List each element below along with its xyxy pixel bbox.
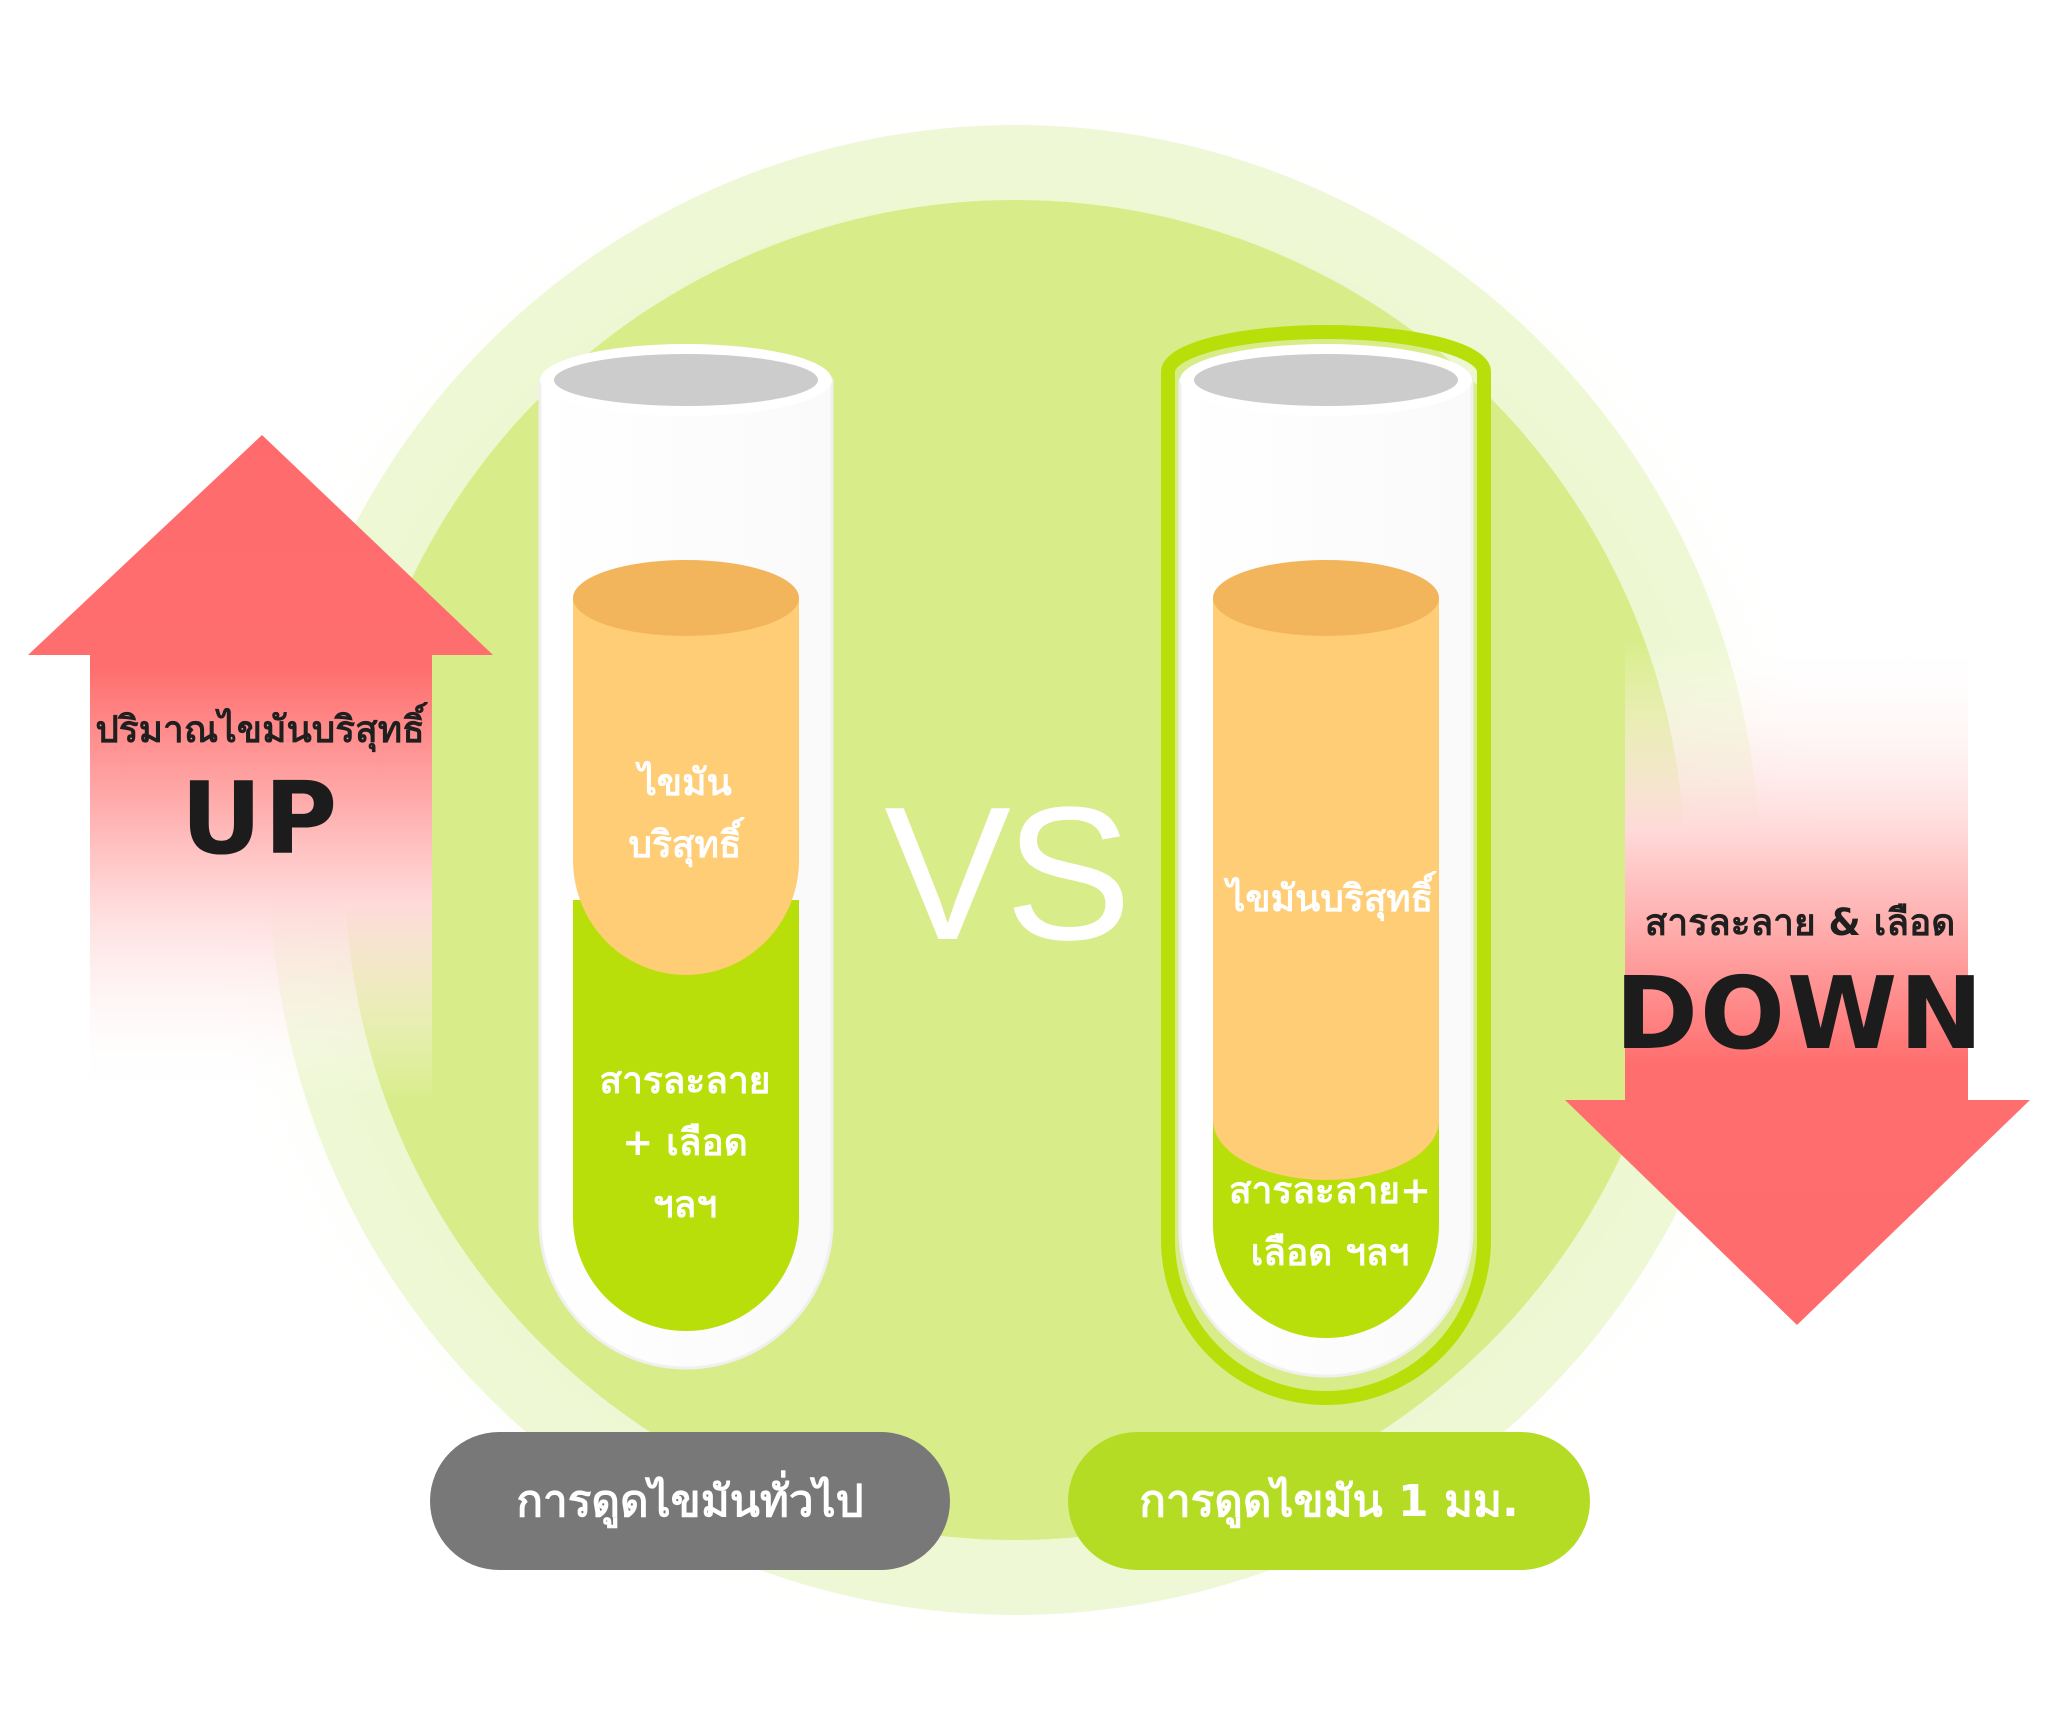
tube-right-fat-label: ไขมันบริสุทธิ์	[1226, 877, 1434, 920]
arrow-up-icon	[28, 435, 493, 1100]
down-label: DOWN	[1614, 955, 1985, 1072]
tube-right-solution-label: สารละลาย+ เลือด ฯลฯ	[1180, 1160, 1480, 1284]
down-caption: สารละลาย & เลือด	[1644, 901, 1956, 944]
arrow-down-icon	[1565, 640, 2030, 1325]
test-tube-right	[1161, 325, 1491, 1405]
tube-left-fat-label: ไขมัน บริสุทธิ์	[575, 752, 795, 876]
tube-left-solution-line2: + เลือด	[622, 1121, 748, 1164]
tube-left-cap	[554, 354, 818, 406]
one-mm-liposuction-button[interactable]: การดูดไขมัน 1 มม.	[1068, 1432, 1590, 1570]
tube-left-fat-line1: ไขมัน	[638, 761, 732, 804]
tube-right-solution-line1: สารละลาย+	[1229, 1169, 1431, 1212]
tube-left-solution-label: สารละลาย + เลือด ฯลฯ	[575, 1050, 795, 1236]
up-label: UP	[180, 760, 340, 877]
vs-label: VS	[884, 768, 1131, 980]
tube-left-fat-line2: บริสุทธิ์	[628, 823, 742, 866]
tube-right-solution-line2: เลือด ฯลฯ	[1250, 1231, 1410, 1274]
tube-left-solution-line1: สารละลาย	[599, 1059, 771, 1102]
tube-right-cap	[1194, 354, 1458, 406]
tube-left-solution-line3: ฯลฯ	[652, 1183, 718, 1226]
up-caption: ปริมาณไขมันบริสุทธิ์	[95, 708, 425, 751]
test-tube-left	[538, 344, 834, 1370]
conventional-liposuction-button[interactable]: การดูดไขมันทั่วไป	[430, 1432, 950, 1570]
